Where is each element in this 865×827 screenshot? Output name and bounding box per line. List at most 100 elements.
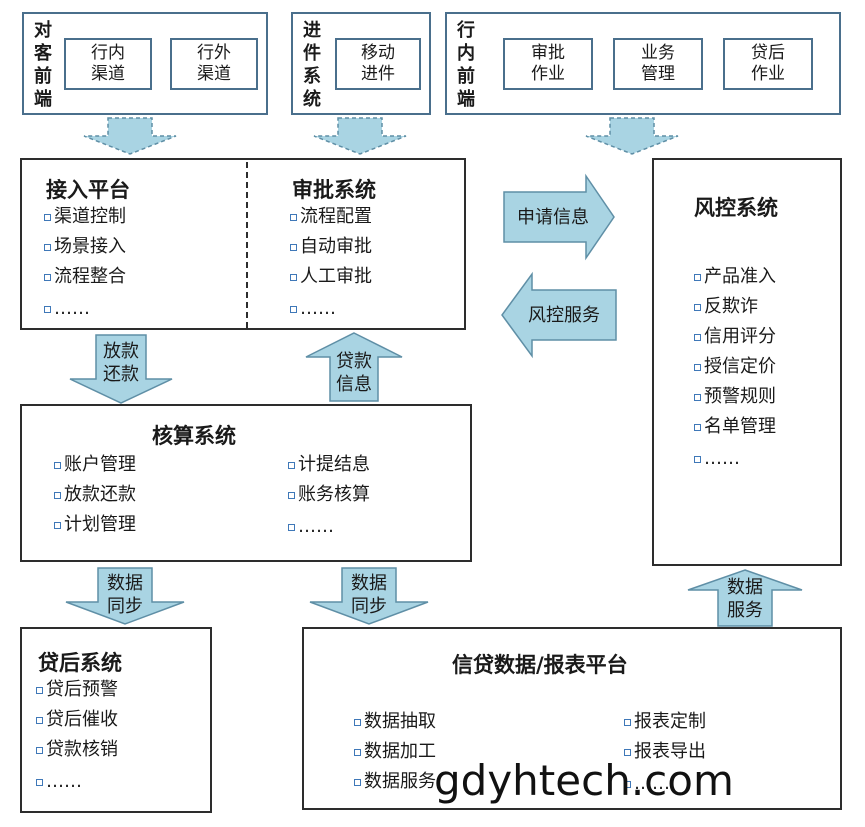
watermark: gdyhtech.com: [434, 756, 734, 805]
risk-control-title: 风控系统: [694, 196, 778, 220]
internal-frontend-box: 行 内 前 端 审批 作业 业务 管理 贷后 作业: [445, 12, 841, 115]
accounting-item: 计提结息: [288, 454, 370, 476]
channel-external-box: 行外 渠道: [170, 38, 258, 90]
business-mgmt-box: 业务 管理: [613, 38, 703, 90]
bullet-icon: [624, 748, 631, 756]
bullet-icon: [288, 491, 295, 499]
postloan-box: 贷后系统 贷后预警 贷后催收 贷款核销 ……: [20, 627, 212, 813]
risk-item: 产品准入: [694, 266, 776, 288]
report-platform-box: 信贷数据/报表平台 数据抽取 数据加工 数据服务 报表定制 报表导出 ……: [302, 627, 842, 810]
postloan-item: 贷款核销: [36, 739, 118, 761]
approval-item: ……: [290, 298, 336, 320]
bullet-icon: [54, 491, 61, 499]
accounting-item: 计划管理: [54, 514, 136, 536]
mobile-intake-label: 进 件 系 统: [303, 20, 321, 110]
report-item: ……: [624, 773, 670, 795]
risk-item: 预警规则: [694, 386, 776, 408]
bullet-icon: [694, 393, 701, 401]
bullet-icon: [44, 243, 51, 251]
access-item: ……: [44, 298, 90, 320]
accounting-item: 账务核算: [288, 484, 370, 506]
loan-info-label: 贷款 信息: [336, 351, 372, 395]
risk-service-label: 风控服务: [528, 305, 600, 326]
access-platform-title: 接入平台: [46, 178, 130, 202]
bullet-icon: [36, 716, 43, 724]
customer-frontend-box: 对 客 前 端 行内 渠道 行外 渠道: [22, 12, 268, 115]
postloan-title: 贷后系统: [38, 651, 122, 675]
bullet-icon: [290, 243, 297, 251]
postloan-item: ……: [36, 771, 82, 793]
bullet-icon: [288, 523, 295, 531]
bullet-icon: [694, 363, 701, 371]
approval-system-title: 审批系统: [292, 178, 376, 202]
bullet-icon: [694, 333, 701, 341]
bullet-icon: [354, 748, 361, 756]
disburse-repay-arrow: [69, 334, 173, 404]
risk-service-arrow: [501, 271, 617, 359]
report-item: 报表导出: [624, 741, 706, 763]
accounting-box: 核算系统 账户管理 放款还款 计划管理 计提结息 账务核算 ……: [20, 404, 472, 562]
internal-frontend-label: 行 内 前 端: [457, 20, 475, 110]
report-platform-title: 信贷数据/报表平台: [452, 653, 628, 677]
risk-item: ……: [694, 448, 740, 470]
report-item: 数据抽取: [354, 711, 436, 733]
access-approval-box: 接入平台 渠道控制 场景接入 流程整合 …… 审批系统 流程配置 自动审批 人工…: [20, 158, 466, 330]
mobile-intake-box: 进 件 系 统 移动 进件: [291, 12, 431, 115]
bullet-icon: [54, 521, 61, 529]
accounting-item: 放款还款: [54, 484, 136, 506]
access-item: 场景接入: [44, 236, 126, 258]
report-item: 数据加工: [354, 741, 436, 763]
report-item: 报表定制: [624, 711, 706, 733]
bullet-icon: [694, 273, 701, 281]
approval-item: 人工审批: [290, 266, 372, 288]
data-service-arrow: [687, 569, 803, 627]
postloan-item: 贷后催收: [36, 709, 118, 731]
bullet-icon: [290, 213, 297, 221]
bullet-icon: [624, 718, 631, 726]
bullet-icon: [36, 746, 43, 754]
data-service-label: 数据 服务: [727, 577, 763, 621]
postloan-work-box: 贷后 作业: [723, 38, 813, 90]
bullet-icon: [44, 213, 51, 221]
data-sync-label-1: 数据 同步: [107, 573, 143, 617]
front-down-arrow-1: [83, 117, 177, 155]
disburse-repay-label: 放款 还款: [103, 341, 139, 385]
front-down-arrow-3: [585, 117, 679, 155]
bullet-icon: [694, 455, 701, 463]
report-item: 数据服务: [354, 771, 436, 793]
channel-internal-box: 行内 渠道: [64, 38, 152, 90]
access-item: 流程整合: [44, 266, 126, 288]
approval-item: 自动审批: [290, 236, 372, 258]
bullet-icon: [624, 780, 631, 788]
risk-item: 授信定价: [694, 356, 776, 378]
data-sync-label-2: 数据 同步: [351, 573, 387, 617]
access-approval-divider: [246, 162, 248, 328]
postloan-item: 贷后预警: [36, 679, 118, 701]
bullet-icon: [354, 778, 361, 786]
data-sync-arrow-1: [65, 567, 185, 625]
bullet-icon: [288, 461, 295, 469]
apply-info-label: 申请信息: [517, 207, 589, 228]
accounting-title: 核算系统: [152, 424, 236, 448]
bullet-icon: [354, 718, 361, 726]
customer-frontend-label: 对 客 前 端: [34, 20, 52, 110]
access-item: 渠道控制: [44, 206, 126, 228]
risk-control-box: 风控系统 产品准入 反欺诈 信用评分 授信定价 预警规则 名单管理 ……: [652, 158, 842, 566]
bullet-icon: [36, 686, 43, 694]
approval-work-box: 审批 作业: [503, 38, 593, 90]
bullet-icon: [290, 273, 297, 281]
risk-item: 信用评分: [694, 326, 776, 348]
bullet-icon: [44, 273, 51, 281]
bullet-icon: [44, 305, 51, 313]
bullet-icon: [694, 423, 701, 431]
bullet-icon: [290, 305, 297, 313]
bullet-icon: [36, 778, 43, 786]
data-sync-arrow-2: [309, 567, 429, 625]
mobile-intake-sub-box: 移动 进件: [335, 38, 421, 90]
front-down-arrow-2: [313, 117, 407, 155]
risk-item: 名单管理: [694, 416, 776, 438]
approval-item: 流程配置: [290, 206, 372, 228]
bullet-icon: [694, 303, 701, 311]
apply-info-arrow: [503, 173, 615, 261]
bullet-icon: [54, 461, 61, 469]
